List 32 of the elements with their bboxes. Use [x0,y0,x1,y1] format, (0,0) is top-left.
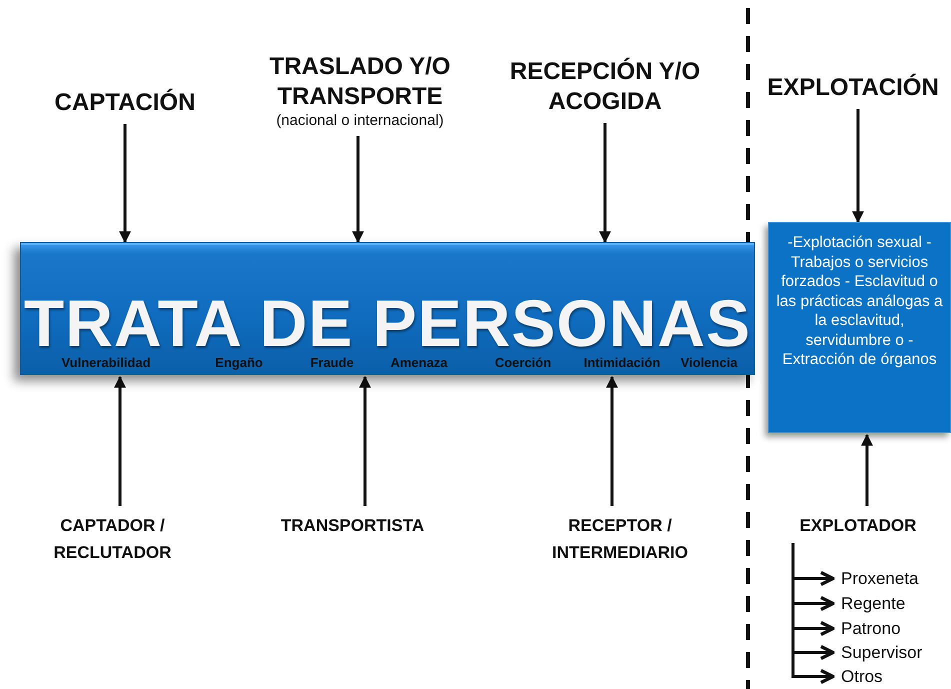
exploitation-box [768,222,951,433]
means-label: Intimidación [584,355,660,371]
arrow [359,376,371,506]
arrow [114,376,126,506]
arrow [119,124,131,244]
actor-label: CAPTADOR / RECLUTADOR [20,512,205,566]
actor-label: RECEPTOR / INTERMEDIARIO [520,512,720,566]
means-label: Amenaza [390,355,448,371]
exploiter-type-label: Proxeneta [841,566,951,591]
stage-heading: RECEPCIÓN Y/O ACOGIDA [480,57,730,117]
arrow [852,109,864,224]
stage-heading: CAPTACIÓN [20,88,230,118]
stage-heading: TRASLADO Y/O TRANSPORTE [268,52,452,112]
exploiter-type-label: Otros [841,664,951,689]
exploiter-type-label: Patrono [841,616,951,641]
means-label: Fraude [310,355,354,371]
exploiter-type-label: Supervisor [841,640,951,665]
actor-label: TRANSPORTISTA [250,512,455,539]
means-label: Violencia [680,355,738,371]
title-banner [20,242,755,375]
arrow [861,434,873,506]
arrow [599,123,611,244]
box-text: -Explotación sexual - Trabajos o servicios forzados - Esclavitud o las prácticas análogas a la esclavitud, servidumbre o - Extracción de órganos [775,233,944,370]
arrow [606,376,618,506]
means-label: Engaño [215,355,263,371]
stage-heading: EXPLOTACIÓN [755,73,951,103]
actor-label: EXPLOTADOR [765,512,951,539]
stage-note: (nacional o internacional) [275,112,445,130]
means-label: Coerción [494,355,552,371]
means-label: Vulnerabilidad [61,355,151,371]
exploiter-type-label: Regente [841,591,951,616]
arrow [352,136,364,244]
